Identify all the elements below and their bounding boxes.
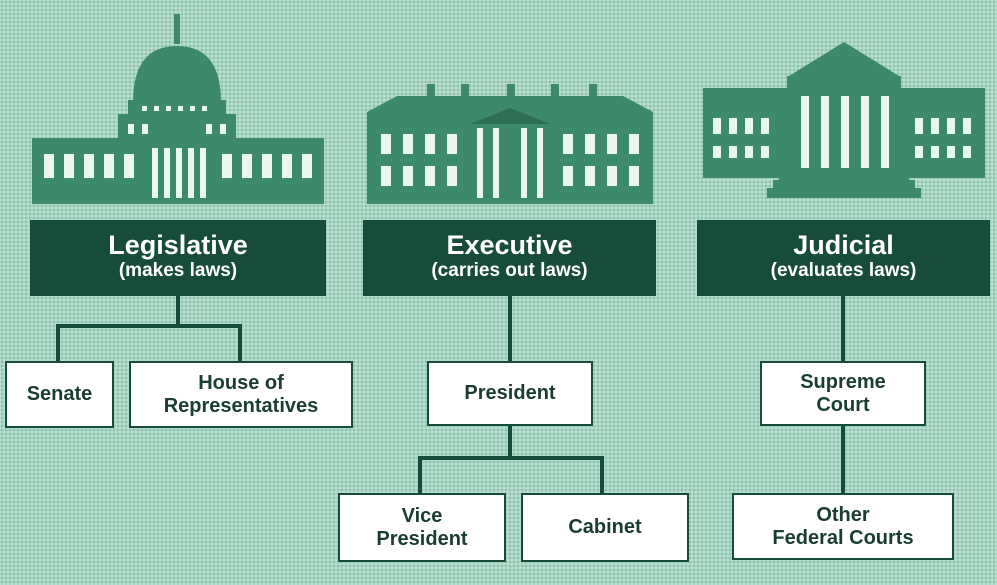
- connector-line: [56, 324, 242, 328]
- judicial-title: Judicial: [793, 230, 894, 260]
- connector-line: [418, 456, 422, 494]
- senate-label: Senate: [26, 383, 93, 405]
- legislative-header: Legislative (makes laws): [30, 220, 326, 296]
- president-box: President: [427, 361, 593, 426]
- other-courts-line1: Other: [816, 503, 870, 526]
- connector-line: [841, 425, 845, 493]
- white-house-building-icon: [367, 84, 653, 204]
- vice-president-line1: Vice: [401, 504, 443, 527]
- connector-line: [176, 296, 180, 326]
- cabinet-label: Cabinet: [568, 516, 642, 538]
- judicial-header: Judicial (evaluates laws): [697, 220, 990, 296]
- supreme-court-line2: Court: [816, 393, 870, 416]
- senate-box: Senate: [5, 361, 114, 428]
- connector-line: [508, 425, 512, 459]
- supreme-court-building-icon: [703, 42, 985, 198]
- other-federal-courts-box: Other Federal Courts: [732, 493, 954, 560]
- cabinet-box: Cabinet: [521, 493, 689, 562]
- connector-line: [56, 324, 60, 362]
- house-of-representatives-box: House of Representatives: [129, 361, 353, 428]
- supreme-court-line1: Supreme: [800, 370, 886, 393]
- connector-line: [238, 324, 242, 362]
- president-label: President: [464, 382, 556, 404]
- executive-title: Executive: [446, 230, 573, 260]
- house-label-line1: House of: [198, 371, 284, 394]
- supreme-court-box: Supreme Court: [760, 361, 926, 426]
- connector-line: [418, 456, 604, 460]
- vice-president-line2: President: [376, 527, 468, 550]
- capitol-building-icon: [32, 14, 324, 204]
- connector-line: [600, 456, 604, 494]
- connector-line: [508, 296, 512, 362]
- connector-line: [841, 296, 845, 362]
- vice-president-box: Vice President: [338, 493, 506, 562]
- legislative-title: Legislative: [108, 230, 248, 260]
- executive-subtitle: (carries out laws): [431, 260, 588, 281]
- other-courts-line2: Federal Courts: [772, 526, 914, 549]
- legislative-subtitle: (makes laws): [118, 260, 238, 281]
- judicial-subtitle: (evaluates laws): [770, 260, 917, 281]
- house-label-line2: Representatives: [163, 394, 319, 417]
- executive-header: Executive (carries out laws): [363, 220, 656, 296]
